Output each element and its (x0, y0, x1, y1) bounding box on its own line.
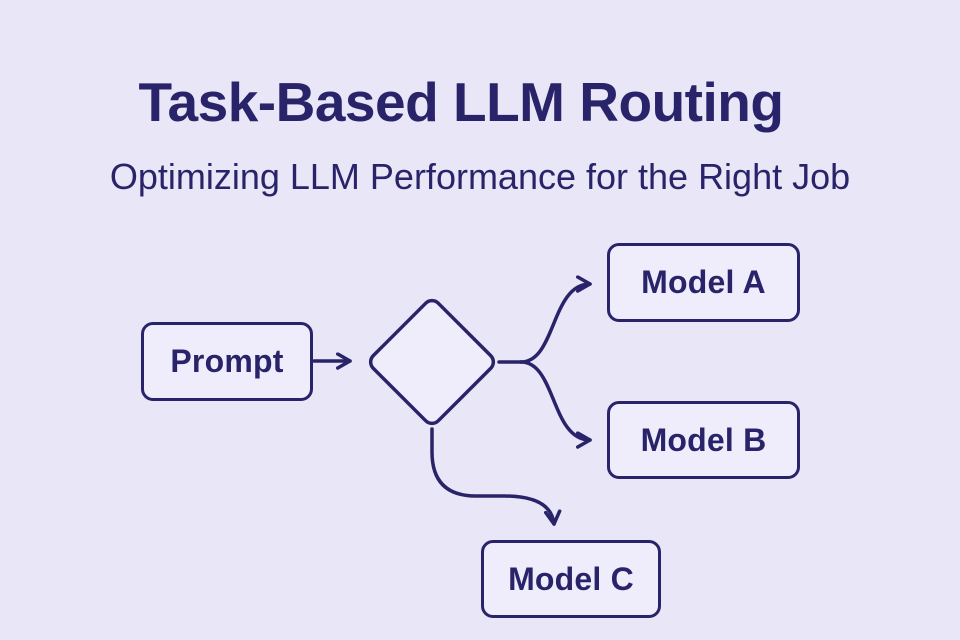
model-c-node-label: Model C (508, 560, 634, 597)
page-title: Task-Based LLM Routing (138, 71, 784, 133)
edge-router-to-model-c (430, 427, 562, 526)
model-b-node: Model B (607, 401, 800, 479)
model-b-node-label: Model B (640, 421, 767, 458)
edge-router-to-model-b (519, 360, 592, 449)
edge-router-to-model-a (519, 275, 592, 364)
model-a-node-label: Model A (641, 264, 766, 300)
model-a-node: Model A (607, 243, 800, 322)
model-c-node: Model C (481, 540, 661, 618)
page-subtitle: Optimizing LLM Performance for the Right… (109, 156, 851, 197)
router-diamond (368, 298, 496, 426)
prompt-node: Prompt (141, 322, 313, 401)
prompt-node-label: Prompt (170, 343, 284, 379)
